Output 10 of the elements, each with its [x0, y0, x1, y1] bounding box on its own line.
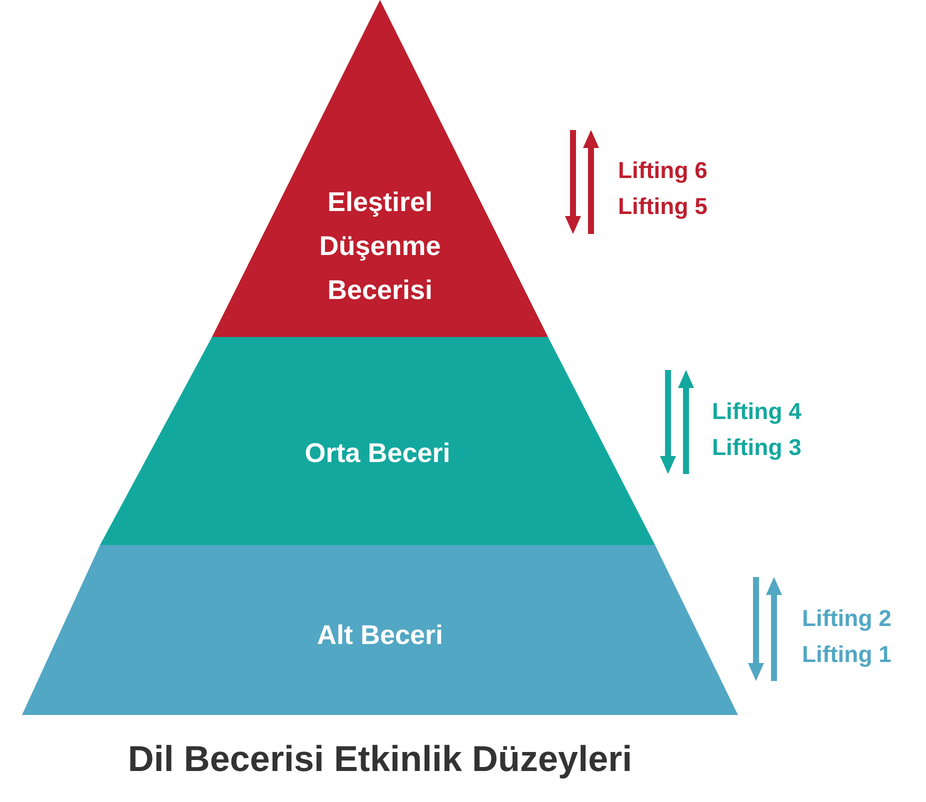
lifting-label: Lifting 2	[802, 604, 892, 633]
lifting-label: Lifting 5	[618, 192, 708, 221]
lifting-label: Lifting 3	[712, 433, 802, 462]
lifting-label: Lifting 1	[802, 640, 892, 669]
caption: Dil Becerisi Etkinlik Düzeyleri	[126, 738, 634, 780]
lifting-label: Lifting 6	[618, 156, 708, 185]
level-label: Alt Beceri	[316, 619, 444, 652]
level-label: Eleştirel Düşenme Becerisi	[318, 186, 442, 307]
lifting-label: Lifting 4	[712, 397, 802, 426]
level-label: Orta Beceri	[304, 437, 452, 470]
